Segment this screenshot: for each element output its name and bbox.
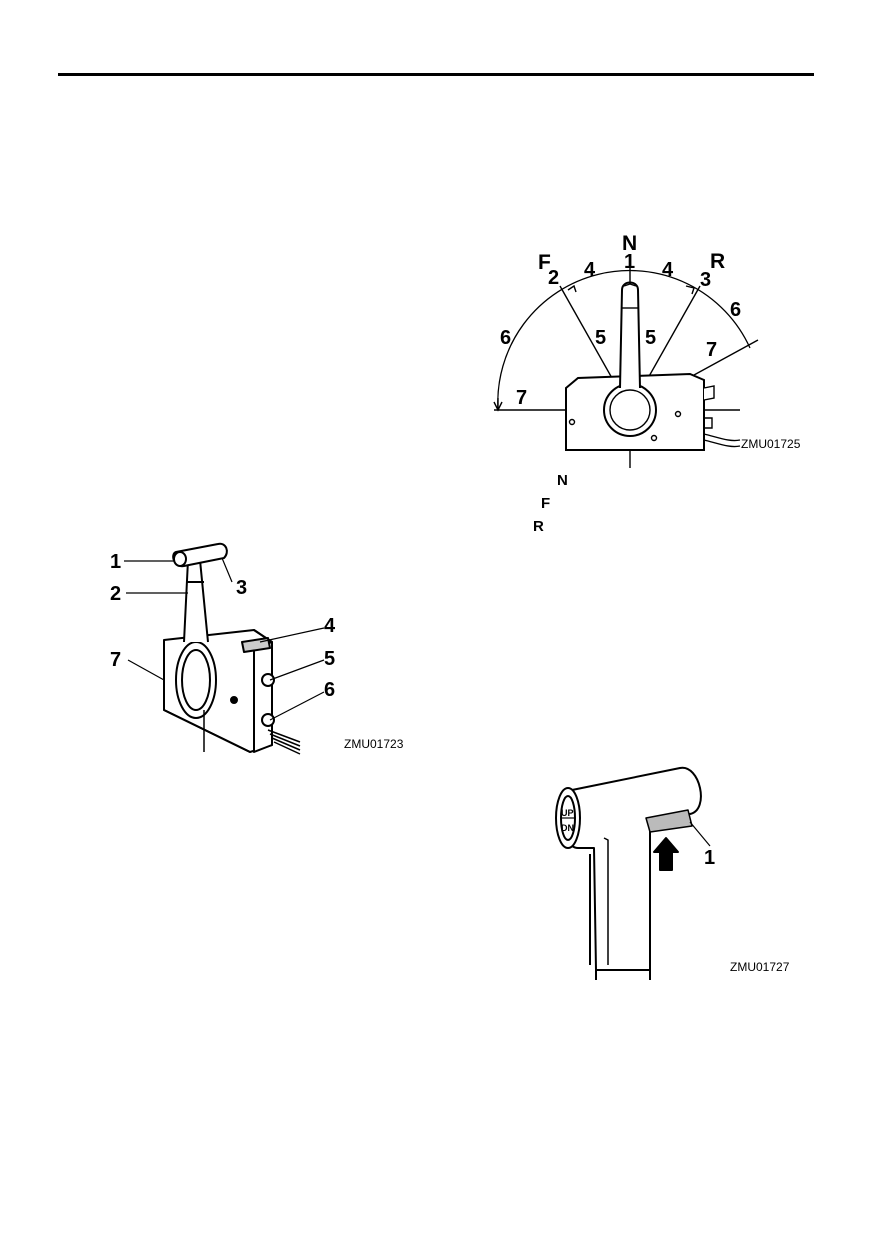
callout-6-left: 6 [500, 327, 511, 349]
lever-grip-illustration [555, 766, 711, 980]
label-neutral: N [622, 232, 637, 255]
diagram-arrows [567, 283, 695, 295]
callout-6: 6 [324, 679, 335, 701]
callout-1: 1 [704, 847, 715, 869]
legend-f: F [541, 495, 551, 512]
remote-control-illustration [163, 542, 301, 755]
figure-code: ZMU01725 [741, 437, 801, 451]
callout-4: 4 [324, 615, 336, 637]
trim-up-label: UP [561, 808, 574, 818]
callout-leaders [124, 557, 325, 721]
remote-control-figure: 1 2 3 4 5 6 7 ZMU01723 [110, 542, 404, 755]
label-reverse: R [710, 250, 725, 273]
callout-2: 2 [110, 583, 121, 605]
legend-r: R [533, 518, 544, 535]
lever-grip-figure: UP DN 1 ZMU01727 [555, 766, 790, 980]
callout-5-left: 5 [595, 327, 606, 349]
callout-5-right: 5 [645, 327, 656, 349]
trim-down-label: DN [561, 823, 574, 833]
header-rule [58, 73, 814, 76]
lever-positions-figure: N F R 1 2 3 4 4 5 5 6 6 7 7 ZMU01725 [493, 232, 801, 468]
callout-7-right: 7 [706, 339, 717, 361]
callout-1: 1 [624, 251, 635, 273]
callout-2: 2 [548, 267, 559, 289]
callout-1: 1 [110, 551, 121, 573]
callout-4-right: 4 [662, 259, 674, 281]
callout-4-left: 4 [584, 259, 596, 281]
callout-7: 7 [110, 649, 121, 671]
legend-n: N [557, 472, 568, 489]
figure-code: ZMU01723 [344, 737, 404, 751]
callout-5: 5 [324, 648, 335, 670]
label-forward: F [538, 251, 551, 274]
figure-code: ZMU01727 [730, 960, 790, 974]
callout-6-right: 6 [730, 299, 741, 321]
callout-3: 3 [700, 269, 711, 291]
lever-positions-illustration [493, 268, 759, 468]
callout-7-left: 7 [516, 387, 527, 409]
callout-3: 3 [236, 577, 247, 599]
